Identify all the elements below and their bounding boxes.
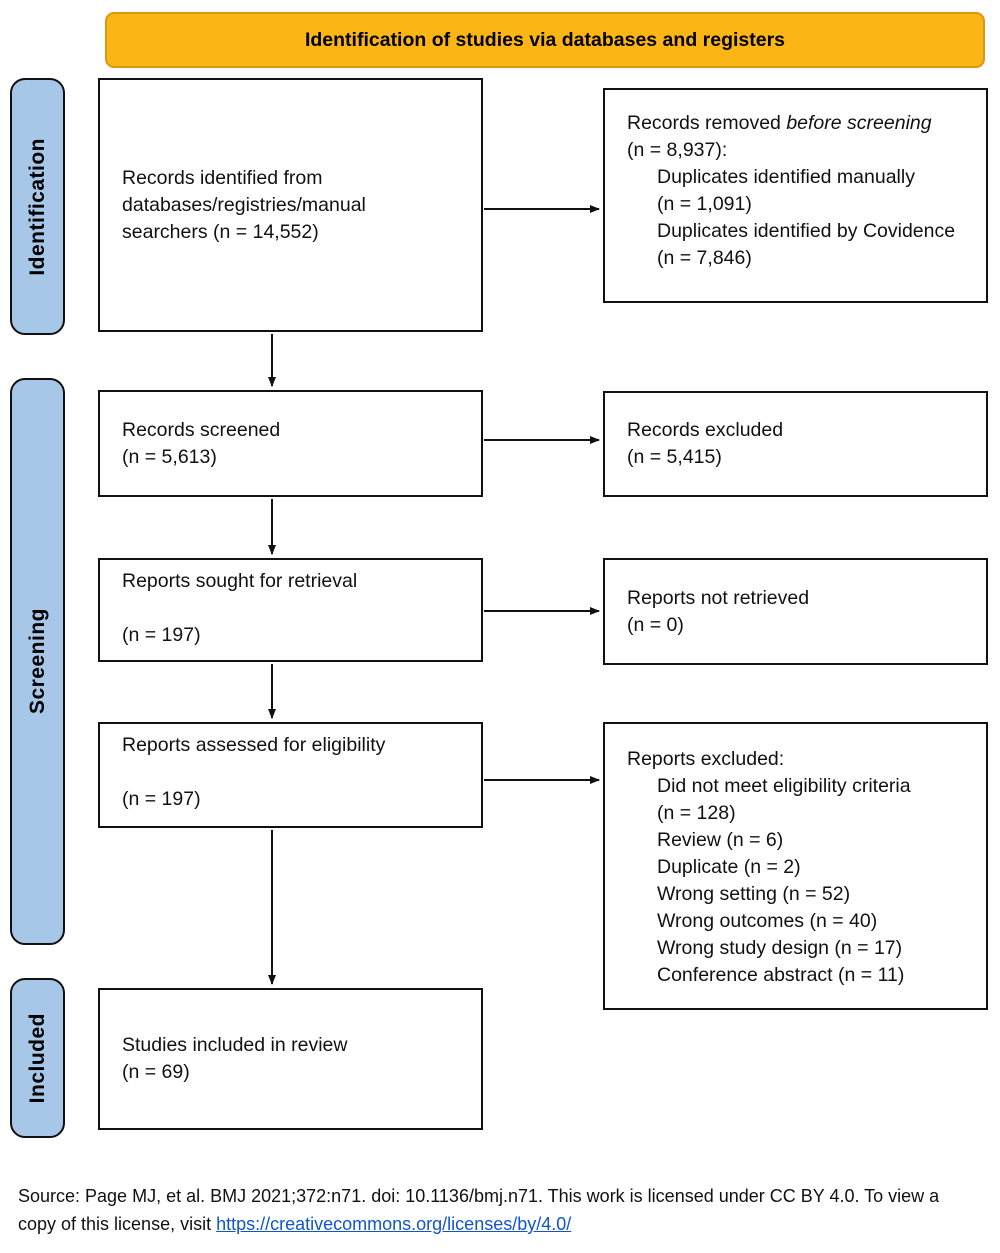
box-records-removed-item: Duplicates identified manually (657, 166, 915, 188)
box-reports-sought-line: (n = 197) (122, 624, 201, 646)
source-note: Source: Page MJ, et al. BMJ 2021;372:n71… (18, 1182, 980, 1238)
box-reports-not-retrieved-line: (n = 0) (627, 613, 684, 636)
box-records-removed-title: Records removed before screening (627, 110, 974, 137)
phase-rail-screening: Screening (10, 378, 65, 945)
header-banner: Identification of studies via databases … (105, 12, 985, 68)
box-reports-sought-line: Reports sought for retrieval (122, 570, 358, 592)
box-records-screened-line: Records screened (122, 418, 281, 441)
box-studies-included-line: (n = 69) (122, 1061, 190, 1083)
box-records-identified-line: searchers (n = 14,552) (122, 220, 319, 243)
box-records-removed: Records removed before screening (n = 8,… (603, 88, 988, 303)
box-records-excluded-line: (n = 5,415) (627, 446, 722, 468)
box-reports-excluded-item: Wrong setting (n = 52) (657, 883, 851, 905)
phase-rail-included: Included (10, 978, 65, 1138)
box-reports-excluded-item: Wrong outcomes (n = 40) (657, 910, 878, 932)
box-reports-excluded-item: Wrong study design (n = 17) (657, 937, 903, 959)
box-reports-excluded-item: Conference abstract (n = 11) (657, 964, 905, 986)
box-studies-included: Studies included in review (n = 69) (98, 988, 483, 1130)
box-reports-assessed: Reports assessed for eligibility (n = 19… (98, 722, 483, 828)
box-records-screened: Records screened (n = 5,613) (98, 390, 483, 497)
box-records-identified-line: Records identified from (122, 166, 323, 189)
box-reports-excluded: Reports excluded: Did not meet eligibili… (603, 722, 988, 1010)
box-reports-excluded-item: Duplicate (n = 2) (657, 856, 801, 878)
box-reports-excluded-item: Review (n = 6) (657, 829, 784, 851)
box-records-screened-line: (n = 5,613) (122, 445, 217, 468)
box-reports-excluded-item: (n = 128) (657, 802, 736, 824)
box-records-identified: Records identified from databases/regist… (98, 78, 483, 332)
phase-rail-identification: Identification (10, 78, 65, 335)
box-records-removed-title-italic: before screening (786, 112, 932, 134)
box-records-removed-item: (n = 7,846) (657, 247, 752, 269)
license-link[interactable]: https://creativecommons.org/licenses/by/… (216, 1214, 572, 1234)
phase-rail-identification-label: Identification (25, 137, 49, 276)
box-records-removed-item: Duplicates identified by Covidence (657, 220, 956, 242)
box-reports-sought-line (122, 595, 469, 622)
box-records-excluded-line: Records excluded (627, 419, 784, 441)
box-records-identified-line: databases/registries/manual (122, 193, 366, 216)
box-records-excluded: Records excluded (n = 5,415) (603, 391, 988, 497)
box-reports-assessed-line: Reports assessed for eligibility (122, 734, 386, 756)
box-records-removed-title-pre: Records removed (627, 112, 787, 134)
source-note-text: Source: Page MJ, et al. BMJ 2021;372:n71… (18, 1186, 940, 1234)
box-reports-assessed-line: (n = 197) (122, 788, 201, 810)
box-records-removed-title-line2: (n = 8,937): (627, 139, 728, 161)
box-studies-included-line: Studies included in review (122, 1034, 348, 1056)
box-reports-not-retrieved-line: Reports not retrieved (627, 586, 810, 609)
box-reports-excluded-item: Did not meet eligibility criteria (657, 775, 911, 797)
box-reports-sought: Reports sought for retrieval (n = 197) (98, 558, 483, 662)
phase-rail-included-label: Included (25, 1012, 49, 1104)
box-reports-assessed-line (122, 759, 469, 786)
phase-rail-screening-label: Screening (25, 608, 49, 715)
header-banner-title: Identification of studies via databases … (304, 28, 786, 51)
box-reports-excluded-title: Reports excluded: (627, 748, 785, 770)
box-reports-not-retrieved: Reports not retrieved (n = 0) (603, 558, 988, 665)
box-records-removed-item: (n = 1,091) (657, 193, 752, 215)
